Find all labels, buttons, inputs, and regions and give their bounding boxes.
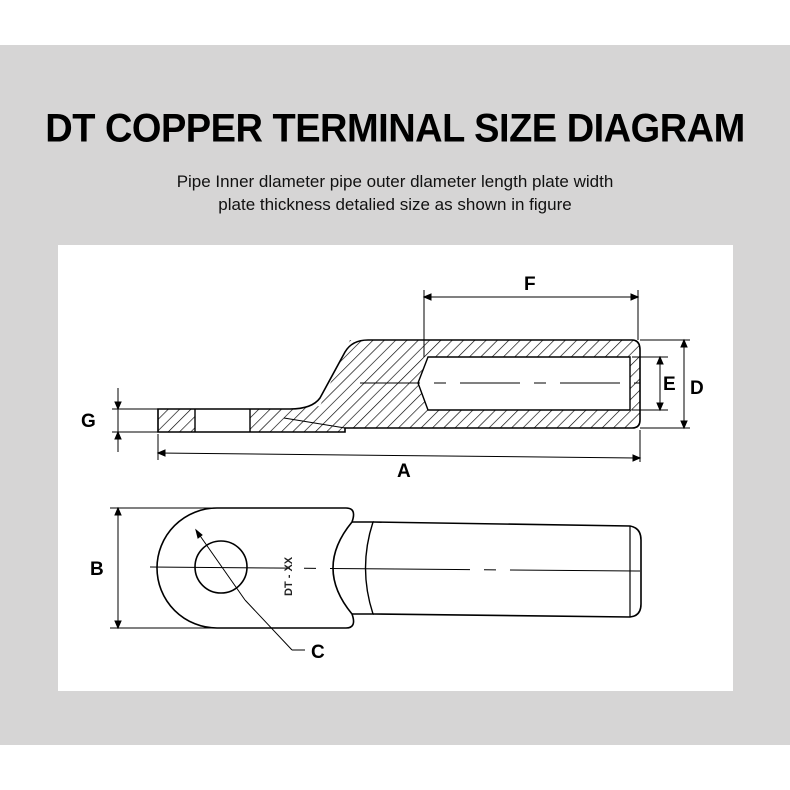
dimension-b: [110, 506, 220, 630]
label-e: E: [663, 374, 676, 395]
top-barrel-outline: [352, 521, 374, 615]
label-f: F: [524, 274, 536, 295]
marking-dt-xx: DT - XX: [283, 556, 295, 596]
side-bore: [418, 357, 630, 410]
dimension-d: [640, 338, 690, 430]
side-hole-gap: [195, 409, 250, 432]
label-a: A: [397, 461, 411, 482]
dimension-a: [156, 430, 642, 462]
top-view: DT - XX: [149, 507, 642, 629]
top-palm-outline: [156, 507, 355, 629]
page-title: DT COPPER TERMINAL SIZE DIAGRAM: [45, 106, 745, 152]
side-body-outline: [157, 339, 641, 433]
subtitle-line-1: Pipe Inner dlameter pipe outer dlameter …: [176, 172, 614, 191]
label-c: C: [311, 642, 325, 663]
dimension-f: [422, 290, 640, 357]
dimension-c: [195, 528, 305, 651]
label-d: D: [690, 378, 704, 399]
subtitle-line-2: plate thickness detalied size as shown i…: [218, 195, 572, 214]
label-b: B: [90, 559, 104, 580]
top-centerline: [149, 566, 641, 572]
dimension-g: [112, 388, 158, 452]
side-bore-outline: [417, 356, 631, 411]
dimension-e: [632, 355, 668, 412]
side-view: [157, 339, 641, 433]
label-g: G: [81, 411, 96, 432]
